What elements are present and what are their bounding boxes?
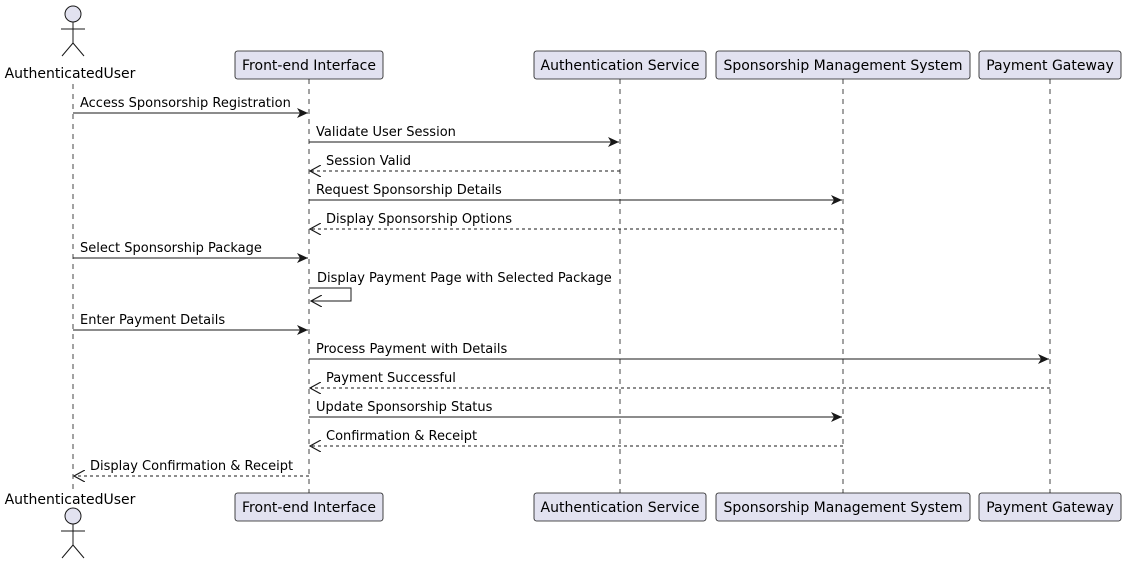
- participant-label: Front-end Interface: [242, 58, 376, 74]
- message-label: Select Sponsorship Package: [80, 241, 262, 256]
- message-label: Process Payment with Details: [316, 342, 508, 357]
- message-label: Confirmation & Receipt: [326, 429, 477, 444]
- participant-sms-top: Sponsorship Management System: [715, 50, 971, 80]
- message-4: Request Sponsorship Details: [309, 183, 842, 205]
- message-label: Enter Payment Details: [80, 313, 225, 328]
- participant-box: [234, 50, 384, 80]
- message-1: Access Sponsorship Registration: [73, 96, 308, 118]
- message-8: Enter Payment Details: [73, 313, 308, 335]
- message-label: Validate User Session: [316, 125, 456, 140]
- participant-box: [234, 492, 384, 522]
- participant-label: Payment Gateway: [986, 58, 1114, 74]
- message-label: Payment Successful: [326, 371, 456, 386]
- message-label: Access Sponsorship Registration: [80, 96, 291, 111]
- message-12: Confirmation & Receipt: [310, 429, 843, 446]
- message-label: Display Sponsorship Options: [326, 212, 512, 227]
- message-9: Process Payment with Details: [309, 342, 1049, 364]
- participant-sms-bottom: Sponsorship Management System: [715, 492, 971, 522]
- participant-box: [533, 492, 707, 522]
- participant-label: AuthenticatedUser: [5, 66, 136, 82]
- participant-auth-bottom: Authentication Service: [533, 492, 707, 522]
- message-label: Request Sponsorship Details: [316, 183, 502, 198]
- participant-label: Sponsorship Management System: [723, 500, 962, 516]
- participant-box: [533, 50, 707, 80]
- participant-box: [715, 50, 971, 80]
- message-6: Select Sponsorship Package: [73, 241, 308, 263]
- participant-label: Sponsorship Management System: [723, 58, 962, 74]
- actor-leg-right: [72, 544, 85, 559]
- participant-label: Payment Gateway: [986, 500, 1114, 516]
- participant-label: Authentication Service: [541, 500, 700, 516]
- message-2: Validate User Session: [309, 125, 619, 147]
- message-label: Display Payment Page with Selected Packa…: [317, 271, 612, 286]
- participant-box: [978, 492, 1122, 522]
- participant-fe-bottom: Front-end Interface: [234, 492, 384, 522]
- message-3: Session Valid: [310, 154, 620, 171]
- actor-leg-left: [61, 544, 74, 559]
- message-label: Update Sponsorship Status: [316, 400, 493, 415]
- participant-label: Authentication Service: [541, 58, 700, 74]
- actor-leg-right: [72, 42, 85, 57]
- message-11: Update Sponsorship Status: [309, 400, 842, 422]
- participant-label: Front-end Interface: [242, 500, 376, 516]
- message-label: Display Confirmation & Receipt: [90, 459, 293, 474]
- message-10: Payment Successful: [310, 371, 1050, 388]
- message-13: Display Confirmation & Receipt: [74, 459, 309, 476]
- participant-auth-top: Authentication Service: [533, 50, 707, 80]
- participant-box: [978, 50, 1122, 80]
- participant-label: AuthenticatedUser: [5, 492, 136, 508]
- actor-head-icon: [64, 507, 82, 525]
- message-5: Display Sponsorship Options: [310, 212, 843, 229]
- participant-pay-top: Payment Gateway: [978, 50, 1122, 80]
- participant-fe-top: Front-end Interface: [234, 50, 384, 80]
- participant-box: [715, 492, 971, 522]
- actor-user-bottom: AuthenticatedUser: [5, 492, 136, 559]
- message-label: Session Valid: [326, 154, 411, 169]
- message-arrow: [309, 287, 352, 301]
- message-7: Display Payment Page with Selected Packa…: [309, 271, 612, 301]
- actor-leg-left: [61, 42, 74, 57]
- actor-user-top: AuthenticatedUser: [5, 5, 136, 82]
- participant-pay-bottom: Payment Gateway: [978, 492, 1122, 522]
- actor-head-icon: [64, 5, 82, 23]
